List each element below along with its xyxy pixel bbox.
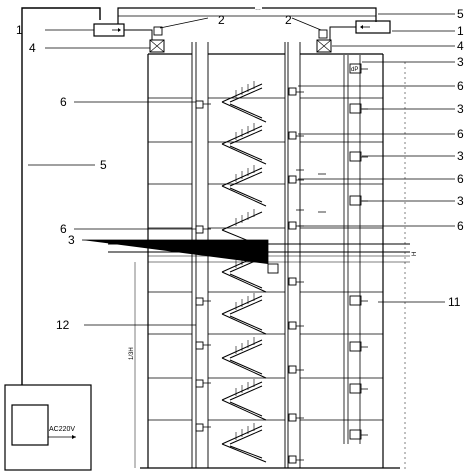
damper-right <box>316 39 332 53</box>
shaft-markers <box>296 169 326 213</box>
actuator-left <box>153 26 163 36</box>
damper-left-cross-icon <box>149 39 165 53</box>
label-2-right: 2 <box>285 13 292 27</box>
label-3-r2: 3 <box>457 102 464 116</box>
damper-left <box>149 39 165 53</box>
stair-steps <box>235 81 255 440</box>
dimension-h3-label: 1/3H <box>129 347 135 360</box>
controller-box <box>11 404 49 446</box>
stair-pressure-sensor <box>267 263 279 274</box>
damper-right-cross-icon <box>316 39 332 53</box>
label-4-right: 4 <box>457 39 464 53</box>
actuator-right <box>318 29 328 39</box>
right-outlets <box>288 87 304 464</box>
label-12: 12 <box>56 318 70 332</box>
leaders <box>28 13 455 326</box>
power-label: AC220V <box>49 426 75 433</box>
label-4-left: 4 <box>29 41 36 55</box>
label-6-left-b: 6 <box>60 222 67 236</box>
control-cable-inner <box>117 15 376 24</box>
label-3-r4: 3 <box>457 194 464 208</box>
label-2-left: 2 <box>218 13 225 27</box>
label-6-r3: 6 <box>457 172 464 186</box>
label-1-left: 1 <box>16 23 23 37</box>
floor-slabs <box>148 97 383 421</box>
label-6-r4: 6 <box>457 219 464 233</box>
label-3-r3: 3 <box>457 149 464 163</box>
break-line-lower <box>148 255 410 263</box>
fan-right-arrow-icon <box>360 25 363 29</box>
cable-break-dots: … <box>255 6 261 12</box>
sensor-dp-label: dP <box>351 67 358 73</box>
left-outlets <box>195 100 211 432</box>
control-cable-left <box>21 7 101 385</box>
duct-right-top <box>329 26 356 40</box>
label-5-right: 5 <box>457 7 464 21</box>
label-6-r1: 6 <box>457 79 464 93</box>
label-5-left: 5 <box>100 158 107 172</box>
power-arrow-icon <box>72 435 76 439</box>
control-cable-top-b <box>262 7 377 22</box>
fan-left-arrow-icon <box>118 28 121 32</box>
label-3-r1: 3 <box>457 55 464 69</box>
label-6-left-a: 6 <box>60 95 67 109</box>
dimension-h-label: H <box>412 252 418 256</box>
duct-left-top <box>124 29 153 40</box>
label-3-mid: 3 <box>68 233 75 247</box>
right-air-shaft <box>284 42 301 468</box>
staircase <box>221 83 267 463</box>
sensor-column <box>343 55 361 444</box>
label-11: 11 <box>448 295 461 309</box>
label-1-right: 1 <box>457 24 464 38</box>
label-6-r2: 6 <box>457 127 464 141</box>
cabinet-outline <box>4 384 92 471</box>
